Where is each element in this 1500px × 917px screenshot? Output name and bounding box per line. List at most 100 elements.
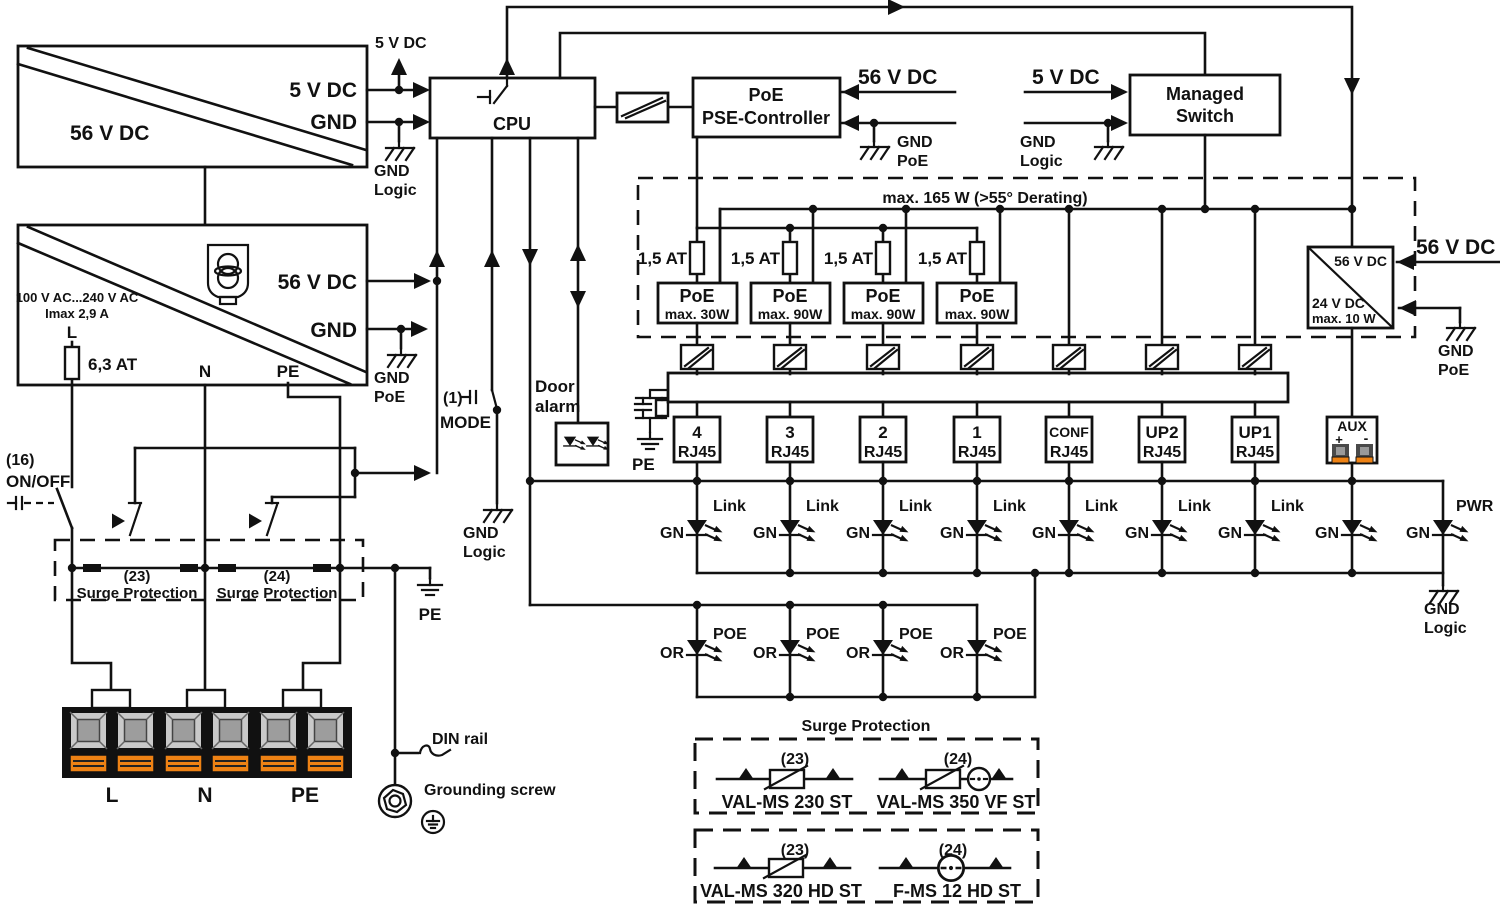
- gnd-logic-icon: [384, 141, 416, 162]
- cpu-bottom-wiring: [429, 136, 586, 607]
- varistor-gas-symbol: [878, 764, 1014, 792]
- mswitch-5v-label: 5 V DC: [1032, 66, 1100, 89]
- pin-l-label: L: [67, 323, 77, 342]
- or-label: OR: [846, 645, 870, 662]
- gnd-poe-label: PoE: [1438, 362, 1469, 379]
- terminal-n-label: N: [197, 784, 212, 807]
- terminal-screw-icon: [116, 711, 155, 750]
- aux-plus: +: [1335, 432, 1343, 447]
- surge-protection-zone: (23) Surge Protection (24) Surge Protect…: [53, 538, 444, 624]
- gnd-label: GND: [897, 134, 933, 151]
- port-name: 2: [878, 423, 887, 442]
- gnd-label: GND: [374, 370, 410, 387]
- gn-label: GN: [1315, 525, 1339, 542]
- terminal-housing: [62, 707, 352, 778]
- pse-56v-label: 56 V DC: [858, 66, 937, 89]
- terminal-screw-icon: [164, 711, 203, 750]
- gnd-poe-icon: [859, 140, 891, 161]
- din-rail-icon: [418, 744, 452, 757]
- port-name: 1: [972, 423, 981, 442]
- mode-switch-icon: [460, 388, 499, 411]
- surge-module-icon: [218, 564, 236, 572]
- gn-label: GN: [1125, 525, 1149, 542]
- poe-injector-label: PoE: [679, 286, 714, 306]
- gnd-logic-icon: [482, 503, 514, 524]
- aux-screw-icon: [1360, 447, 1369, 455]
- pwr-led-icon: [1433, 520, 1469, 541]
- surge-module-icon: [83, 564, 101, 572]
- gas-tube-symbol: [878, 853, 1012, 883]
- port-type: RJ45: [771, 444, 809, 461]
- terminal-stub: [185, 688, 227, 710]
- gnd-label: GND: [1424, 601, 1460, 618]
- mswitch-label-2: Switch: [1176, 106, 1234, 126]
- surge-module-icon: [180, 564, 198, 572]
- poe-label: POE: [993, 626, 1027, 643]
- aux-converter-block: 56 V DC 24 V DC max. 10 W 56 V DC GND Po…: [1306, 236, 1500, 419]
- circled-earth-icon: [420, 809, 446, 835]
- poe-led-column: [687, 605, 723, 697]
- aux-terminal: AUX + -: [1325, 415, 1379, 575]
- gn-label: GN: [940, 525, 964, 542]
- gnd-poe-icon: [386, 348, 418, 369]
- psu-5v-gnd-label: GND: [310, 111, 357, 134]
- port-name: UP1: [1238, 423, 1271, 442]
- terminal-clamp-icon: [164, 754, 203, 773]
- aux-led-icon: [1342, 520, 1378, 541]
- onoff-num: (16): [6, 452, 34, 469]
- port-type: RJ45: [1236, 444, 1274, 461]
- poe-injector-label: PoE: [865, 286, 900, 306]
- psu-main-gnd-label: GND: [310, 319, 357, 342]
- poe-led-row: POE POE POE POE OR OR OR OR: [528, 571, 1037, 702]
- poe-led-column: [780, 605, 816, 697]
- poe-led-column: [873, 605, 909, 697]
- cpu-block: CPU: [428, 76, 597, 140]
- mains-fuse-label: 6,3 AT: [88, 355, 138, 374]
- poe-fuse-label: 1,5 AT: [824, 249, 874, 268]
- port-name: UP2: [1145, 423, 1178, 442]
- or-label: OR: [660, 645, 684, 662]
- grounding-screw-label: Grounding screw: [424, 782, 556, 799]
- derating-zone: max. 165 W (>55° Derating) 1,5 AT 1,5 AT…: [636, 176, 1417, 348]
- door-label-2: alarm: [535, 397, 580, 416]
- mswitch-label-1: Managed: [1166, 84, 1244, 104]
- poe-injector-2: PoE max. 90W: [749, 281, 832, 325]
- poe-fuse-label: 1,5 AT: [731, 249, 781, 268]
- relay-contact-icon: [249, 495, 280, 537]
- surge-legend: Surge Protection (23) VAL-MS 230 ST (24)…: [693, 718, 1040, 904]
- terminal-block: L N PE: [62, 688, 352, 807]
- gn-label: GN: [1406, 525, 1430, 542]
- port-type: RJ45: [1050, 444, 1088, 461]
- poe-power-label: max. 90W: [851, 306, 916, 322]
- port-type: RJ45: [1143, 444, 1181, 461]
- pe-label: PE: [632, 455, 655, 474]
- varistor-symbol: [713, 853, 852, 880]
- legend-item-2: VAL-MS 320 HD ST: [700, 881, 862, 901]
- cpu-switch-icon: [476, 77, 509, 105]
- imax-label: Imax 2,9 A: [45, 306, 109, 321]
- link-label: Link: [1271, 498, 1304, 515]
- surge-label: Surge Protection: [217, 585, 338, 602]
- gnd-poe-icon: [1445, 321, 1477, 342]
- pe-coupling-network: PE: [632, 388, 670, 474]
- pin-n-label: N: [199, 362, 211, 381]
- surge-num-23: (23): [124, 568, 151, 585]
- onoff-label: ON/OFF: [6, 472, 70, 491]
- conv-power-label: max. 10 W: [1312, 311, 1376, 326]
- psu-5v-wiring: 5 V DC GND Logic: [203, 35, 430, 227]
- terminal-screw-icon: [69, 711, 108, 750]
- conv-56v-label: 56 V DC: [1416, 236, 1495, 259]
- poe-power-label: max. 90W: [758, 306, 823, 322]
- psu-5v-out-label: 5 V DC: [289, 79, 357, 102]
- surge-num-24: (24): [264, 568, 291, 585]
- poe-led-column: [967, 605, 1003, 697]
- port-name: 4: [692, 423, 702, 442]
- link-label: Link: [806, 498, 839, 515]
- port-columns: 4 3 2 1 CONF UP2 UP1 RJ45 RJ45 RJ45 RJ45…: [674, 345, 1281, 573]
- psu-5v-input-label: 56 V DC: [70, 122, 149, 145]
- terminal-clamp-icon: [211, 754, 250, 773]
- gnd-label: GND: [1438, 343, 1474, 360]
- mains-wiring: [70, 381, 342, 693]
- conv-in-label: 56 V DC: [1334, 253, 1387, 269]
